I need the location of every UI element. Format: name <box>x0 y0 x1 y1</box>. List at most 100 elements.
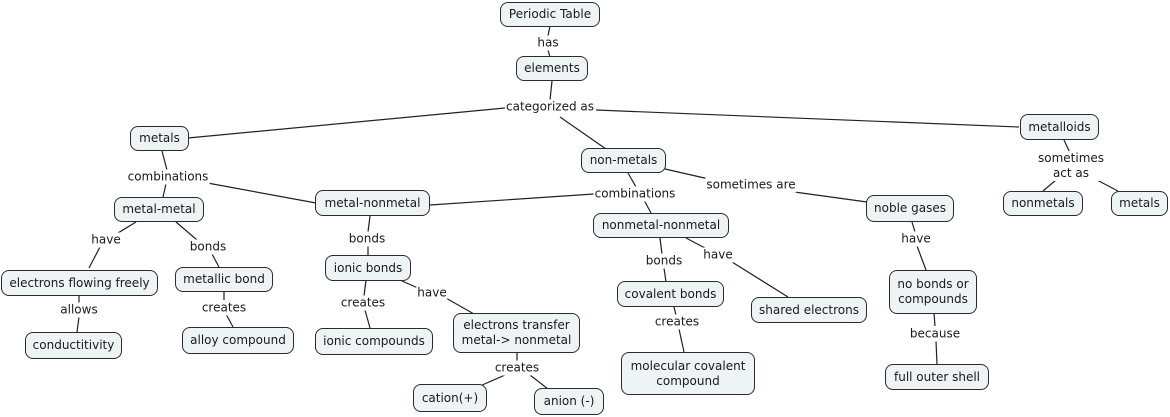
node-label-line2: compounds <box>898 292 968 306</box>
connector <box>659 237 663 255</box>
node-metal-nonmetal[interactable]: metal-nonmetal <box>315 190 430 216</box>
connector <box>117 221 137 234</box>
connector <box>547 25 551 37</box>
link-label-categorized-as: categorized as <box>505 99 595 115</box>
node-label: full outer shell <box>893 369 980 384</box>
node-label-line1: electrons transfer <box>463 318 570 332</box>
link-label-have: have <box>702 247 734 263</box>
link-label-allows: allows <box>59 302 99 318</box>
node-metals[interactable]: metals <box>130 126 189 151</box>
connector <box>529 374 549 390</box>
connector <box>363 279 367 297</box>
connector <box>429 193 595 206</box>
connector <box>175 221 198 241</box>
connector <box>935 340 938 365</box>
connector <box>367 215 371 233</box>
node-metals-metalloid[interactable]: metals <box>1111 191 1168 216</box>
connector <box>1042 179 1057 192</box>
connector <box>673 306 677 316</box>
connector <box>76 316 80 333</box>
node-alloy-compound[interactable]: alloy compound <box>182 327 294 354</box>
node-label: conductitivity <box>32 338 115 352</box>
link-label-have: have <box>90 232 122 248</box>
link-label-have: have <box>416 285 448 301</box>
connector <box>685 237 706 249</box>
node-ionic-bonds[interactable]: ionic bonds <box>325 255 411 281</box>
node-label: nonmetals <box>1011 196 1075 210</box>
connector <box>643 199 652 214</box>
connector <box>549 80 553 101</box>
node-noble-gases[interactable]: noble gases <box>866 195 954 222</box>
link-label-because: because <box>908 326 962 342</box>
connector <box>547 49 551 58</box>
connector <box>479 374 506 387</box>
connector <box>201 181 317 204</box>
node-nonmetal-nonmetal[interactable]: nonmetal-nonmetal <box>593 213 729 238</box>
node-label: electrons flowing freely <box>9 275 150 290</box>
connector <box>443 296 475 315</box>
node-label: non-metals <box>589 153 658 167</box>
link-label-creates: creates <box>200 300 248 316</box>
node-label: shared electrons <box>759 302 859 317</box>
connector <box>225 313 234 328</box>
connector <box>211 253 220 268</box>
node-anion[interactable]: anion (-) <box>534 388 604 415</box>
node-label: alloy compound <box>190 333 286 347</box>
node-non-metals[interactable]: non-metals <box>581 148 666 173</box>
connector <box>559 116 607 150</box>
node-label: metal-metal <box>122 202 196 216</box>
link-label-sometimes-are: sometimes are <box>705 177 797 193</box>
connector <box>162 183 167 198</box>
connector <box>401 280 419 289</box>
connector <box>678 328 685 353</box>
node-label: metalloids <box>1028 119 1091 134</box>
connector <box>933 312 936 327</box>
node-ionic-compounds[interactable]: ionic compounds <box>315 328 433 355</box>
node-label: Periodic Table <box>508 7 592 21</box>
node-label: metals <box>139 131 180 145</box>
node-label: cation(+) <box>421 390 479 405</box>
connector <box>161 150 168 171</box>
node-metalloids[interactable]: metalloids <box>1020 114 1099 140</box>
node-nonmetals[interactable]: nonmetals <box>1003 191 1083 216</box>
node-label-line1: molecular covalent <box>630 358 746 373</box>
connector <box>916 245 927 271</box>
node-shared-electrons[interactable]: shared electrons <box>751 297 867 323</box>
node-cation[interactable]: cation(+) <box>413 384 487 412</box>
link-label-creates: creates <box>653 314 701 330</box>
node-label: metals <box>1119 196 1160 210</box>
node-electrons-flowing-freely[interactable]: electrons flowing freely <box>1 270 158 296</box>
link-label-creates: creates <box>339 295 387 311</box>
link-label-have: have <box>900 231 932 247</box>
node-label: metallic bond <box>183 272 265 286</box>
connector <box>731 261 789 298</box>
node-conductivity[interactable]: conductitivity <box>25 332 122 359</box>
node-periodic-table[interactable]: Periodic Table <box>500 2 600 27</box>
node-label-line2: metal-> nonmetal <box>461 333 572 347</box>
node-label: metal-nonmetal <box>324 195 421 210</box>
link-label-line1: sometimes <box>1037 151 1105 165</box>
node-label: anion (-) <box>543 394 595 408</box>
node-label: covalent bonds <box>624 286 717 301</box>
node-metallic-bond[interactable]: metallic bond <box>175 267 273 292</box>
link-label-bonds: bonds <box>347 231 387 247</box>
node-full-outer-shell[interactable]: full outer shell <box>885 364 989 390</box>
connector <box>88 246 101 269</box>
connector <box>1094 178 1119 192</box>
node-metal-metal[interactable]: metal-metal <box>114 197 204 222</box>
node-elements[interactable]: elements <box>516 56 588 81</box>
node-label: ionic compounds <box>323 334 425 348</box>
connector <box>364 309 371 329</box>
node-label-line1: no bonds or <box>897 277 969 291</box>
link-label-bonds: bonds <box>644 253 684 269</box>
link-label-creates: creates <box>493 360 541 376</box>
link-label-combinations: combinations <box>126 169 210 185</box>
connector <box>595 109 1020 128</box>
connector <box>187 107 506 139</box>
node-covalent-bonds[interactable]: covalent bonds <box>617 281 724 307</box>
